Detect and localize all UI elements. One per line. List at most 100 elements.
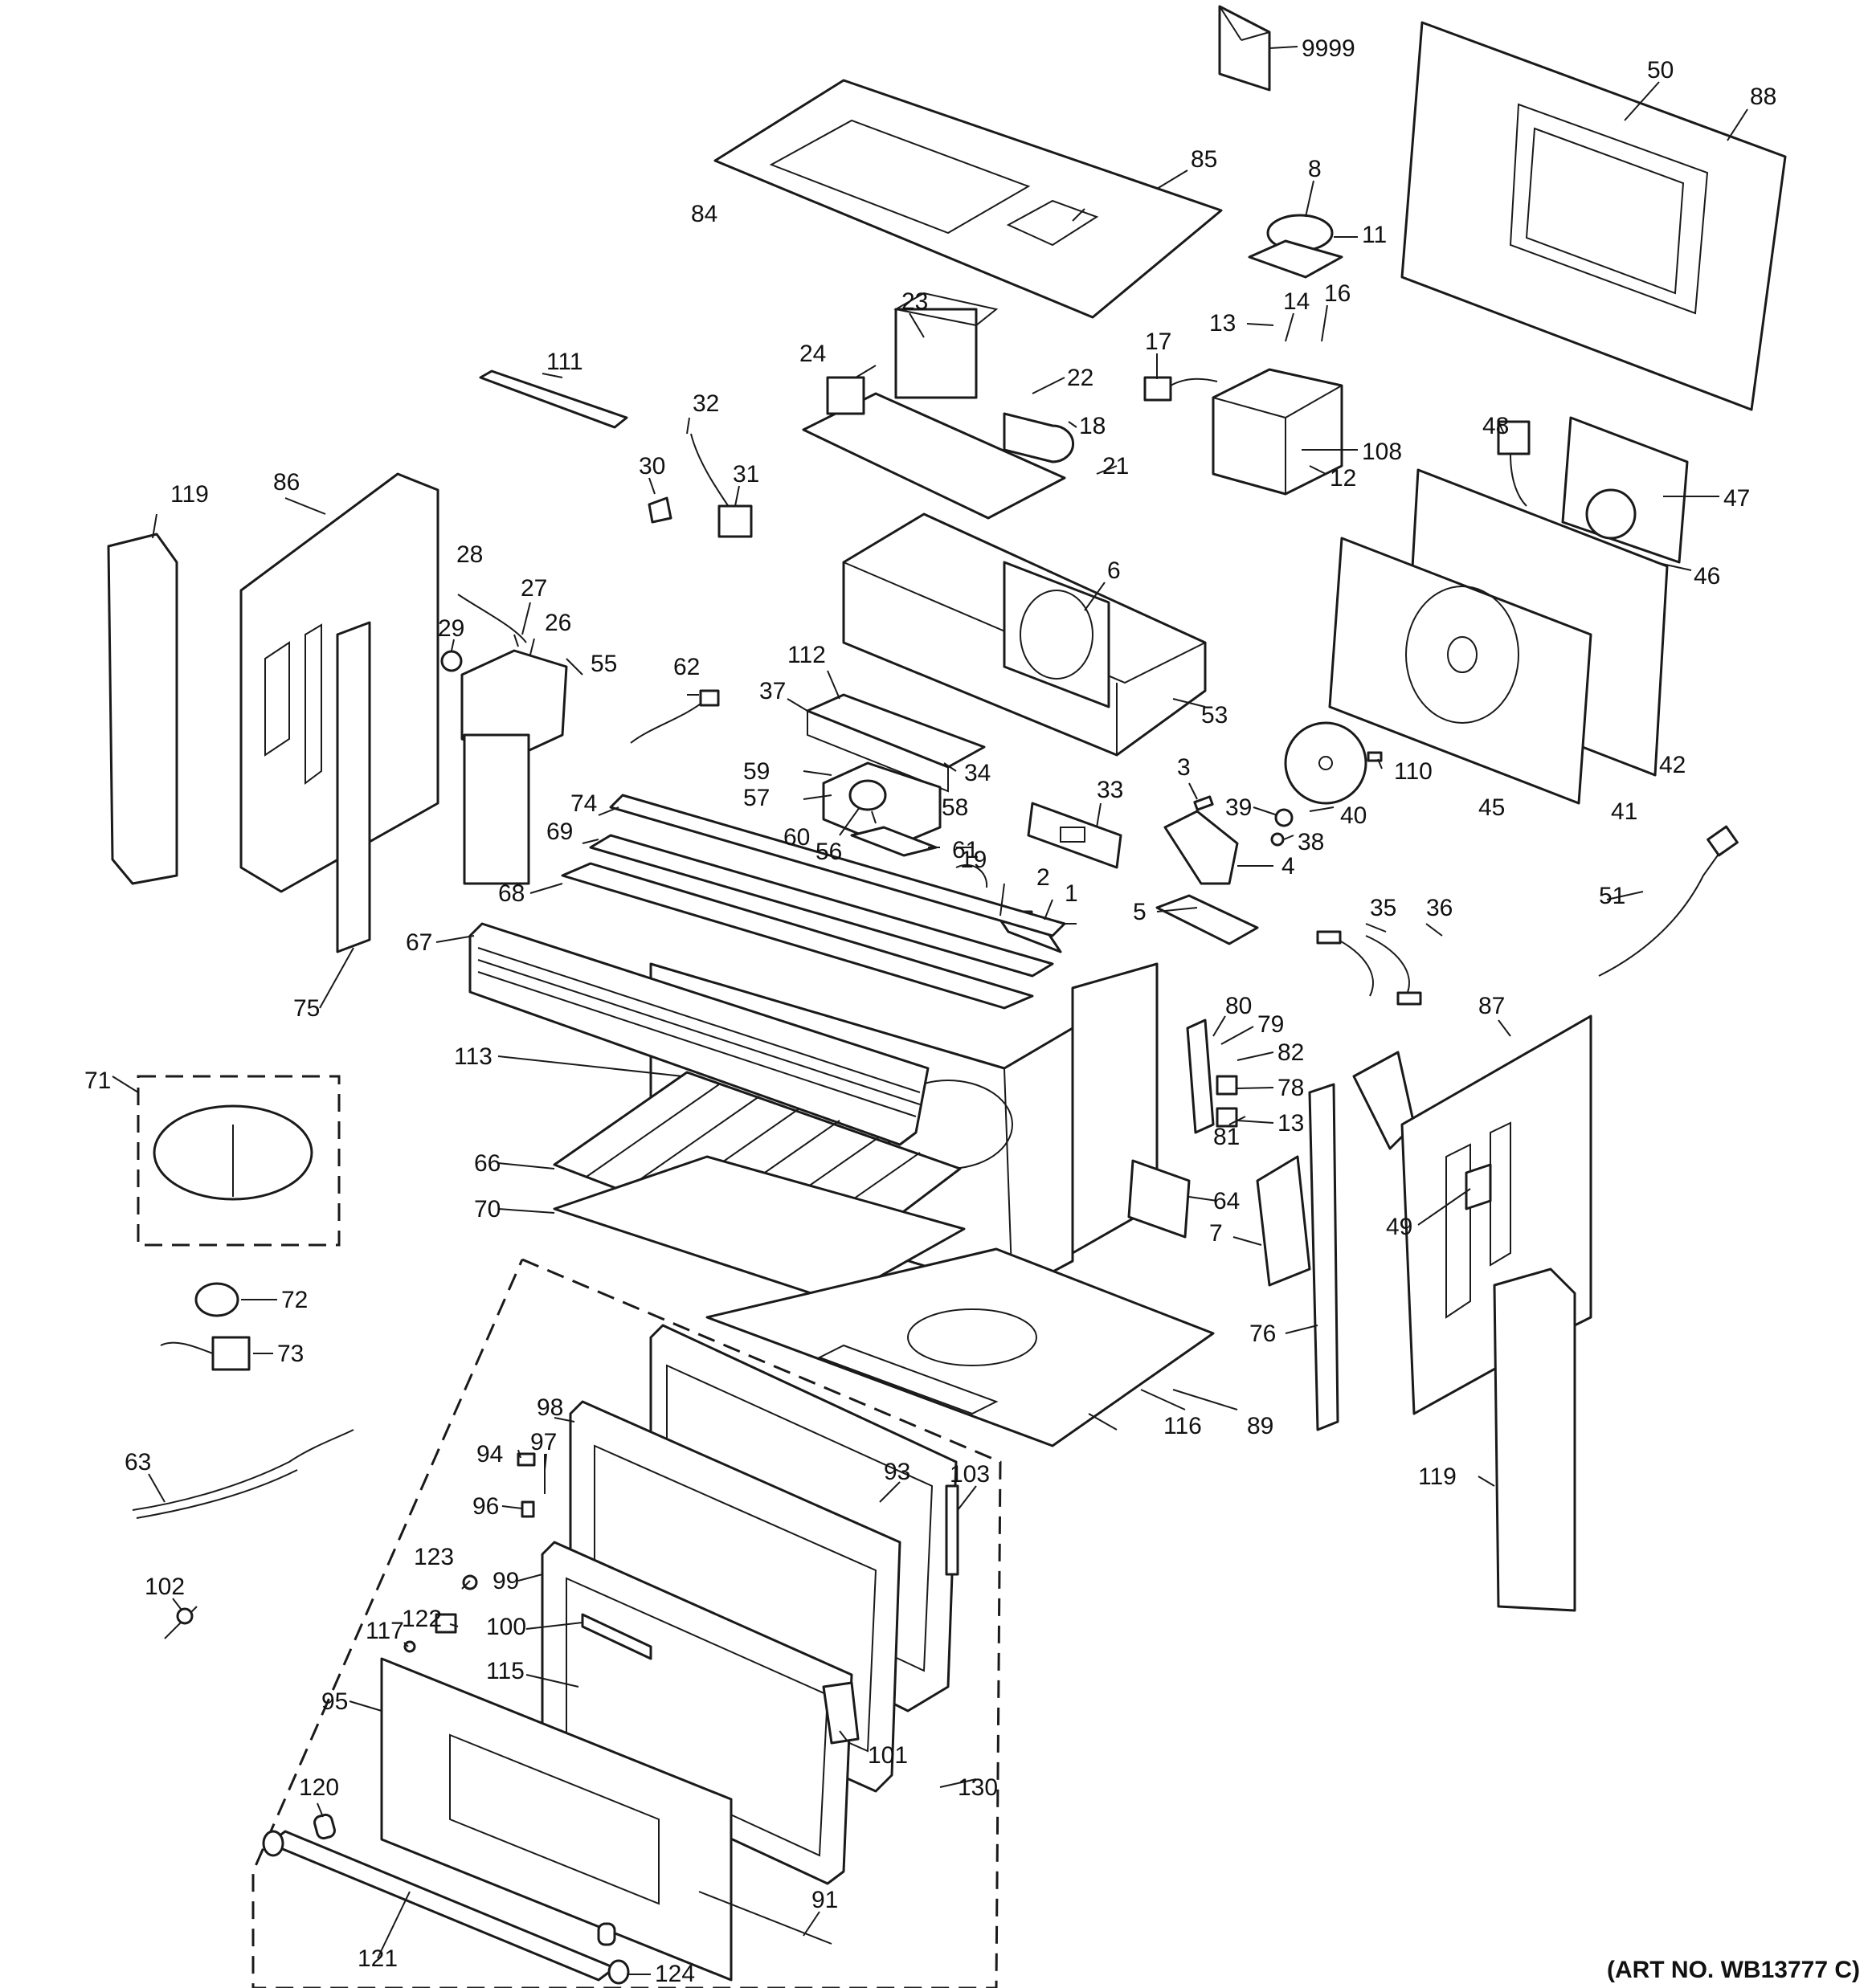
end-cap-124 xyxy=(607,1959,630,1985)
callout-24: 24 xyxy=(799,341,826,367)
callout-1: 1 xyxy=(1065,880,1078,907)
callout-94: 94 xyxy=(476,1441,503,1468)
callout-71: 71 xyxy=(84,1067,111,1094)
callout-41: 41 xyxy=(1611,798,1637,825)
callout-73: 73 xyxy=(277,1341,304,1367)
convection-fan xyxy=(1284,721,1367,805)
callout-47: 47 xyxy=(1723,485,1750,512)
callout-91: 91 xyxy=(811,1887,838,1913)
callout-123: 123 xyxy=(414,1544,454,1570)
oven-tray xyxy=(553,1155,966,1303)
callout-12: 12 xyxy=(1330,465,1356,492)
socket-bracket xyxy=(648,496,672,524)
power-plug xyxy=(1707,825,1739,857)
lamp-socket xyxy=(717,504,753,538)
callout-labels: 9999 50 88 85 84 8 11 13 14 16 17 23 24 … xyxy=(84,35,1776,1987)
callout-130: 130 xyxy=(958,1774,998,1801)
callout-69: 69 xyxy=(546,818,573,845)
hinge-101 xyxy=(822,1681,860,1745)
callout-80: 80 xyxy=(1225,993,1252,1019)
callout-39: 39 xyxy=(1225,794,1252,821)
part-110 xyxy=(1367,751,1383,762)
label-49 xyxy=(1465,1163,1492,1210)
bracket-4 xyxy=(1163,810,1239,885)
callout-37: 37 xyxy=(759,678,786,704)
transformer xyxy=(894,308,978,399)
leader-lines xyxy=(112,46,1748,1975)
callout-87: 87 xyxy=(1478,993,1505,1019)
callout-29: 29 xyxy=(438,615,464,642)
callout-8: 8 xyxy=(1308,156,1322,182)
callout-13b: 13 xyxy=(1277,1110,1304,1137)
callout-4: 4 xyxy=(1281,853,1295,880)
callout-61: 61 xyxy=(952,837,979,863)
capacitor xyxy=(1003,412,1075,463)
callout-122: 122 xyxy=(402,1606,442,1632)
callout-86: 86 xyxy=(273,469,300,496)
stirrer-housing xyxy=(1003,561,1110,708)
convection-panel xyxy=(1328,537,1592,805)
callout-63: 63 xyxy=(125,1449,151,1476)
inner-liner-68 xyxy=(561,862,1034,1010)
callout-7: 7 xyxy=(1209,1220,1223,1247)
callout-78: 78 xyxy=(1277,1075,1304,1101)
inset-71-frame xyxy=(137,1075,341,1247)
callout-62: 62 xyxy=(673,654,700,680)
waveguide-box xyxy=(1212,368,1343,496)
callout-33: 33 xyxy=(1097,777,1123,803)
callout-17: 17 xyxy=(1145,329,1171,355)
callout-84: 84 xyxy=(691,201,717,227)
callout-34: 34 xyxy=(964,760,991,786)
turntable-motor xyxy=(194,1282,239,1317)
callout-60: 60 xyxy=(783,824,810,851)
vent-grille xyxy=(468,922,930,1146)
callout-51: 51 xyxy=(1599,883,1625,909)
inner-liner-69 xyxy=(589,834,1054,978)
side-trim-right xyxy=(1493,1268,1576,1612)
switch-78 xyxy=(1216,1075,1238,1096)
callout-117: 117 xyxy=(366,1618,404,1644)
callout-2: 2 xyxy=(1036,864,1050,891)
callout-68: 68 xyxy=(498,880,525,907)
screw-123 xyxy=(462,1574,478,1590)
vent-strip xyxy=(479,369,628,429)
callout-32: 32 xyxy=(693,390,719,417)
callout-75: 75 xyxy=(293,995,320,1022)
callout-95: 95 xyxy=(321,1688,348,1715)
callout-6: 6 xyxy=(1107,557,1121,584)
harness-35 xyxy=(1316,930,1342,945)
motor-bracket xyxy=(1248,239,1343,279)
callout-64: 64 xyxy=(1213,1188,1240,1214)
callout-3: 3 xyxy=(1177,754,1191,781)
callout-5: 5 xyxy=(1133,899,1147,925)
connector-48 xyxy=(1497,420,1531,455)
callout-97: 97 xyxy=(530,1429,557,1455)
callout-93: 93 xyxy=(884,1459,910,1485)
top-panel xyxy=(713,79,1223,319)
callout-38: 38 xyxy=(1298,829,1324,855)
callout-42: 42 xyxy=(1659,752,1686,778)
callout-46: 46 xyxy=(1694,563,1720,590)
callout-81: 81 xyxy=(1213,1124,1240,1150)
bottom-panel xyxy=(705,1247,1215,1447)
part-94 xyxy=(517,1452,536,1467)
callout-18: 18 xyxy=(1079,413,1106,439)
board-73 xyxy=(211,1336,251,1371)
probe-102 xyxy=(176,1607,194,1625)
grommet-29 xyxy=(440,650,463,672)
callout-36: 36 xyxy=(1426,895,1453,921)
screw-117 xyxy=(403,1640,416,1653)
door-glass xyxy=(380,1657,733,1982)
end-cap-left xyxy=(262,1830,284,1857)
callout-82: 82 xyxy=(1277,1039,1304,1066)
callout-111: 111 xyxy=(546,349,583,375)
callout-112: 112 xyxy=(787,642,826,668)
harness-36 xyxy=(1396,991,1422,1006)
callout-120: 120 xyxy=(299,1774,339,1801)
callout-49: 49 xyxy=(1386,1214,1412,1240)
callout-70: 70 xyxy=(474,1196,501,1223)
light-housing xyxy=(806,693,986,769)
callout-67: 67 xyxy=(406,929,432,956)
literature-envelope xyxy=(1218,5,1271,92)
callout-22: 22 xyxy=(1067,365,1093,391)
